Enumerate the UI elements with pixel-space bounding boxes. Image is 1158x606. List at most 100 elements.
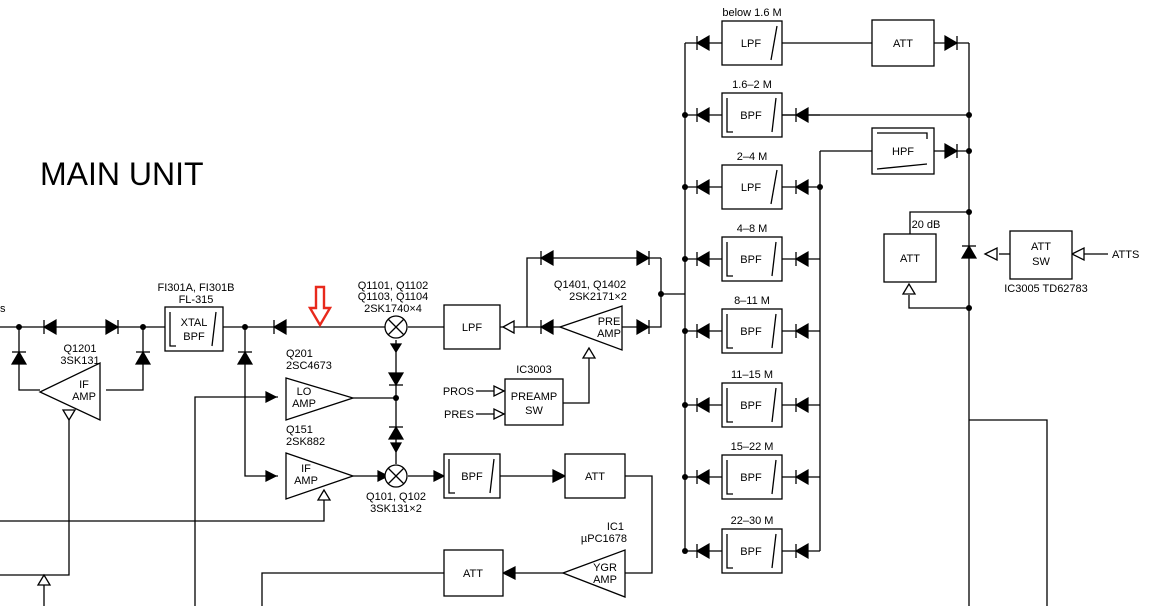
q201-part: 2SC4673 xyxy=(286,360,332,372)
band-row: BPF 15–22 M xyxy=(682,441,820,500)
svg-text:ATT: ATT xyxy=(1031,241,1051,253)
pre-amp-q1401: PRE AMP xyxy=(558,305,623,351)
ic3005-label: IC3005 TD62783 xyxy=(1004,283,1088,295)
svg-text:AMP: AMP xyxy=(294,475,318,487)
band-filter-bank: LPF below 1.6 M BPF 1.6–2 M LPF 2–4 M BPF 4–8 M… xyxy=(682,7,820,574)
svg-text:LPF: LPF xyxy=(462,322,482,334)
att-top-block: ATT xyxy=(871,19,935,67)
svg-text:AMP: AMP xyxy=(593,574,617,586)
junction-dots-mid xyxy=(658,291,664,297)
q1101-part: 2SK1740×4 xyxy=(364,303,422,315)
band-filter-label: BPF xyxy=(740,400,762,412)
lo-amp-q201: LO AMP xyxy=(285,377,356,421)
band-filter-label: BPF xyxy=(740,472,762,484)
svg-text:AMP: AMP xyxy=(597,328,621,340)
q151-label: Q151 xyxy=(286,424,313,436)
q1201-label: Q1201 xyxy=(63,343,96,355)
att-20db-section: ATT ATT SW xyxy=(883,209,1108,606)
fi301-label: FI301A, FI301B xyxy=(157,282,234,294)
highlight-arrow-icon xyxy=(307,285,333,328)
input-arrow xyxy=(36,573,52,586)
svg-text:SW: SW xyxy=(1032,256,1050,268)
band-label: 4–8 M xyxy=(737,223,768,235)
att-mid-block: ATT xyxy=(564,453,626,499)
xtal-bpf-block: XTAL BPF xyxy=(164,306,224,352)
q101-part: 3SK131×2 xyxy=(370,503,422,515)
svg-text:ATT: ATT xyxy=(893,38,913,50)
preamp-sw-block: PREAMP SW xyxy=(504,378,564,426)
ic3003-label: IC3003 xyxy=(516,364,551,376)
band-label: 15–22 M xyxy=(731,441,774,453)
band-row: LPF below 1.6 M xyxy=(685,7,783,66)
junction-dots-left xyxy=(16,324,399,401)
mixer-q101 xyxy=(384,464,408,488)
if-amp-q1201: IF AMP xyxy=(38,361,101,422)
mixer-q1101 xyxy=(384,315,408,339)
pres-label: PRES xyxy=(444,409,474,421)
band-row: BPF 1.6–2 M xyxy=(682,79,820,138)
svg-text:ATT: ATT xyxy=(900,253,920,265)
if-amp-q151: IF AMP xyxy=(285,452,356,501)
hpf-block: HPF xyxy=(871,127,935,175)
svg-text:IF: IF xyxy=(79,379,89,391)
svg-text:XTAL: XTAL xyxy=(181,317,208,329)
ic1-part: µPC1678 xyxy=(581,533,627,545)
ygr-amp-ic1: YGR AMP xyxy=(561,549,626,598)
wires-mid xyxy=(261,257,685,606)
band-label: 2–4 M xyxy=(737,151,768,163)
svg-text:HPF: HPF xyxy=(892,146,914,158)
q101-label: Q101, Q102 xyxy=(366,491,426,503)
band-label: 8–11 M xyxy=(734,295,770,307)
svg-text:SW: SW xyxy=(525,405,543,417)
band-row: BPF 11–15 M xyxy=(682,369,820,428)
svg-text:YGR: YGR xyxy=(593,562,617,574)
band-label: 11–15 M xyxy=(731,369,773,381)
band-filter-label: LPF xyxy=(741,38,761,50)
band-label: 1.6–2 M xyxy=(732,79,772,91)
lpf-mid-block: LPF xyxy=(443,304,501,350)
svg-text:AMP: AMP xyxy=(72,391,96,403)
band-filter-label: BPF xyxy=(740,326,762,338)
top-path xyxy=(782,34,972,190)
svg-text:BPF: BPF xyxy=(461,471,483,483)
svg-text:PREAMP: PREAMP xyxy=(511,391,557,403)
diodes-mid xyxy=(493,249,651,580)
band-label: below 1.6 M xyxy=(722,7,781,19)
q1201-part: 3SK131 xyxy=(60,355,99,367)
svg-text:IF: IF xyxy=(301,463,311,475)
svg-text:ATT: ATT xyxy=(585,471,605,483)
svg-text:AMP: AMP xyxy=(292,398,316,410)
diodes-left xyxy=(10,318,446,482)
atts-label: ATTS xyxy=(1112,249,1139,261)
q1103-label: Q1103, Q1104 xyxy=(358,291,429,303)
band-bus-wires xyxy=(684,43,970,606)
q1401-label: Q1401, Q1402 xyxy=(554,279,626,291)
band-filter-label: BPF xyxy=(740,546,762,558)
svg-text:ATT: ATT xyxy=(463,568,483,580)
q201-label: Q201 xyxy=(286,348,313,360)
page-title: MAIN UNIT xyxy=(40,156,204,192)
svg-text:BPF: BPF xyxy=(183,331,205,343)
q1401-part: 2SK2171×2 xyxy=(569,291,627,303)
band-filter-label: BPF xyxy=(740,254,762,266)
q151-part: 2SK882 xyxy=(286,436,325,448)
band-row: BPF 4–8 M xyxy=(682,223,820,282)
band-filter-label: BPF xyxy=(740,110,762,122)
20db-label: 20 dB xyxy=(912,219,941,231)
band-row: BPF 8–11 M xyxy=(682,295,820,354)
bpf-mid-block: BPF xyxy=(443,453,501,499)
svg-text:PRE: PRE xyxy=(598,316,621,328)
pros-label: PROS xyxy=(443,386,474,398)
band-label: 22–30 M xyxy=(731,515,774,527)
fl315-label: FL-315 xyxy=(179,294,214,306)
ic1-label: IC1 xyxy=(607,521,624,533)
band-row: LPF 2–4 M xyxy=(682,151,820,210)
cut-off-label: s xyxy=(0,303,6,315)
band-filter-label: LPF xyxy=(741,182,761,194)
q1101-label: Q1101, Q1102 xyxy=(358,280,429,292)
svg-text:LO: LO xyxy=(297,386,312,398)
band-row: BPF 22–30 M xyxy=(682,515,820,574)
wires-left xyxy=(0,326,444,606)
att-low-block: ATT xyxy=(443,549,504,597)
